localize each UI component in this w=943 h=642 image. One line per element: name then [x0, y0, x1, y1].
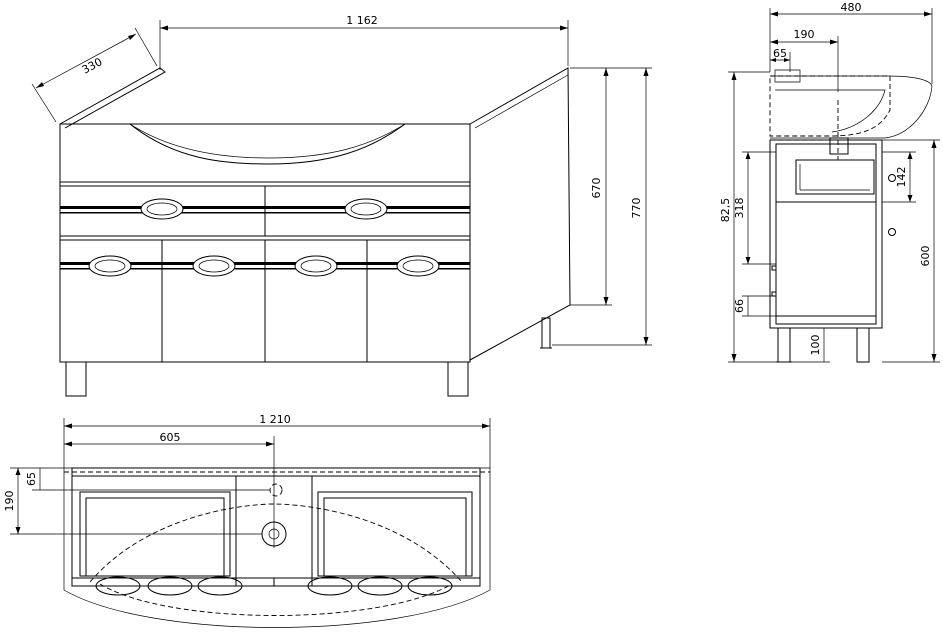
dimension-tap-offset: 65 — [770, 47, 791, 72]
dim-drawer-height-label: 142 — [895, 167, 908, 188]
front-view: 1 162 330 670 770 — [31, 14, 652, 397]
dim-top-drain-label: 190 — [3, 491, 16, 512]
knob-icon — [888, 174, 896, 182]
dimension-door-height: 670 — [570, 67, 612, 306]
dim-plinth-label: 66 — [733, 299, 746, 313]
dimension-width: 1 162 — [159, 14, 569, 70]
dimension-top-center: 605 — [64, 431, 275, 548]
leg — [777, 327, 791, 363]
dim-width-label: 1 162 — [346, 14, 378, 27]
dimension-upper-height: 318 — [733, 151, 776, 265]
door-handle-icon — [88, 255, 132, 277]
dimension-total-height: 770 — [552, 67, 652, 346]
dim-basin-height-label: 82,5 — [719, 198, 732, 223]
dim-total-height-label: 770 — [630, 198, 643, 219]
leg — [541, 317, 551, 349]
tap-hole-icon — [269, 483, 283, 497]
door-handle-icon — [192, 255, 236, 277]
knob-icon — [888, 228, 896, 236]
dim-leg-height-label: 100 — [809, 335, 822, 356]
dimension-basin-offset: 190 — [770, 28, 839, 92]
leg — [65, 361, 87, 397]
door-handle-icon — [294, 255, 338, 277]
dimension-basin-height: 82,5 — [719, 71, 776, 363]
dim-depth-label: 330 — [80, 55, 105, 76]
dim-top-center-label: 605 — [160, 431, 181, 444]
dimension-top-tap: 65 — [25, 467, 270, 491]
dim-top-tap-label: 65 — [25, 472, 38, 486]
dim-upper-height-label: 318 — [733, 198, 746, 219]
top-view: 1 210 605 65 190 — [3, 413, 491, 628]
door-handle-icon — [396, 255, 440, 277]
dimension-plinth: 66 — [733, 295, 776, 317]
dimension-leg-height: 100 — [792, 327, 830, 363]
leg — [447, 361, 469, 397]
dimension-top-drain: 190 — [3, 467, 262, 535]
dimension-top-width: 1 210 — [63, 413, 491, 468]
dim-cabinet-height-label: 600 — [919, 246, 932, 267]
dim-door-height-label: 670 — [590, 178, 603, 199]
drawer-handle-icon — [140, 198, 184, 220]
dimension-cabinet-height: 600 — [882, 139, 940, 363]
dimension-drawer-height: 142 — [882, 151, 916, 203]
dim-top-width-label: 1 210 — [259, 413, 291, 426]
side-view: 480 190 65 142 318 — [719, 1, 940, 363]
dim-side-depth-label: 480 — [841, 1, 862, 14]
dim-tap-offset-label: 65 — [773, 47, 787, 60]
dimension-depth: 330 — [31, 27, 158, 123]
dimension-side-depth: 480 — [769, 1, 933, 84]
dim-basin-offset-label: 190 — [794, 28, 815, 41]
drawer-handle-icon — [344, 198, 388, 220]
leg — [856, 327, 870, 363]
